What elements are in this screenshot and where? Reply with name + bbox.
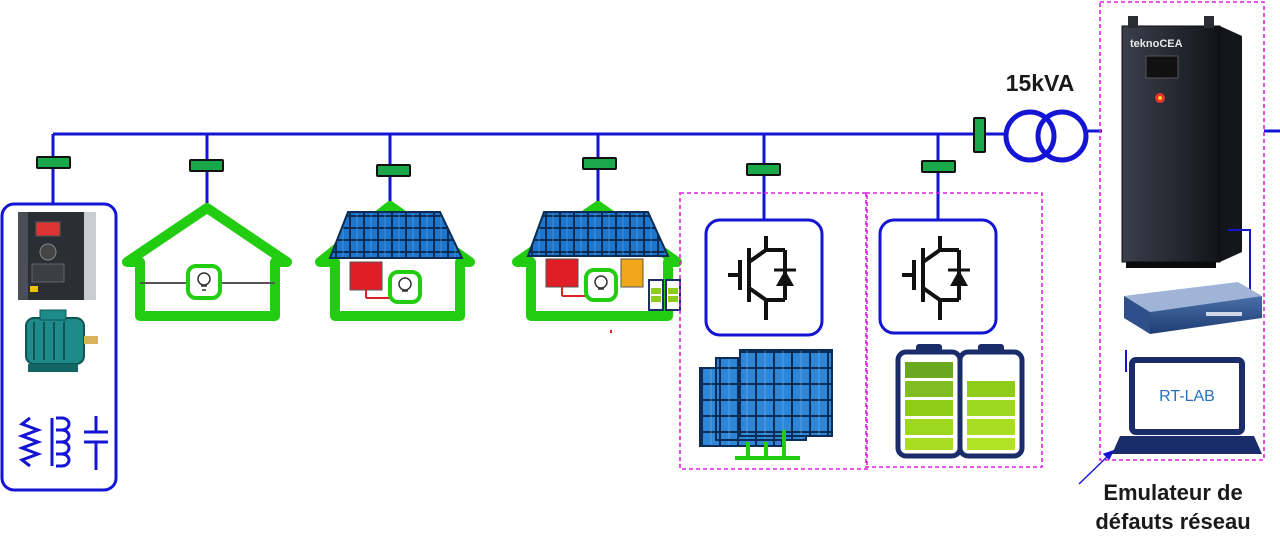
solar-panel-icon xyxy=(526,211,670,257)
main-bus xyxy=(51,129,1280,222)
rlc-load-icon xyxy=(17,416,108,470)
emulator-caption: Emulateur de défauts réseau xyxy=(1062,478,1280,536)
dashed-boxes xyxy=(679,1,1265,470)
igbt-inverter-icon xyxy=(878,218,998,335)
industrial-load xyxy=(0,202,118,492)
transformer-icon xyxy=(1003,109,1089,163)
breaker-switch-icon xyxy=(973,117,986,153)
motor-icon xyxy=(25,309,98,372)
breaker-switch-icon xyxy=(189,159,224,172)
pv-inverter-icon xyxy=(349,261,383,291)
rtlab-label: RT-LAB xyxy=(1159,388,1215,405)
breaker-switch-icon xyxy=(921,160,956,173)
house-pv xyxy=(315,201,475,321)
pv-system-box xyxy=(679,192,868,470)
battery-icon xyxy=(648,279,681,311)
battery-icon xyxy=(895,344,963,459)
breaker-switch-icon xyxy=(376,164,411,177)
grid-emulator-cabinet xyxy=(1121,16,1251,290)
battery-system-box xyxy=(865,192,1043,468)
breaker-switch-icon xyxy=(582,157,617,170)
emulator-caption-line1: Emulateur de xyxy=(1103,480,1243,505)
solar-panel-icon xyxy=(699,349,833,460)
igbt-inverter-icon xyxy=(704,218,824,337)
emulator-caption-line2: défauts réseau xyxy=(1095,509,1251,534)
light-bulb-icon xyxy=(584,268,618,302)
breaker-switch-icon xyxy=(746,163,781,176)
house-load-lamp xyxy=(122,203,292,321)
battery-inverter-icon xyxy=(620,258,644,288)
solar-panel-icon xyxy=(328,211,464,259)
house-pv-battery xyxy=(512,201,682,321)
light-bulb-icon xyxy=(388,270,422,304)
breaker-switch-icon xyxy=(36,156,71,169)
battery-icon xyxy=(957,344,1025,459)
rt-simulator-rack xyxy=(1124,282,1262,334)
laptop-icon xyxy=(1112,350,1262,454)
light-bulb-icon xyxy=(186,264,222,300)
variable-drive-icon xyxy=(18,212,96,300)
brand-label: teknoCEA xyxy=(1130,38,1183,50)
pv-inverter-icon xyxy=(545,258,579,288)
pointer-arrow xyxy=(1078,449,1115,485)
emulator-box xyxy=(1099,1,1265,461)
transformer-rating-label: 15kVA xyxy=(1005,70,1075,96)
breakers xyxy=(36,117,986,177)
